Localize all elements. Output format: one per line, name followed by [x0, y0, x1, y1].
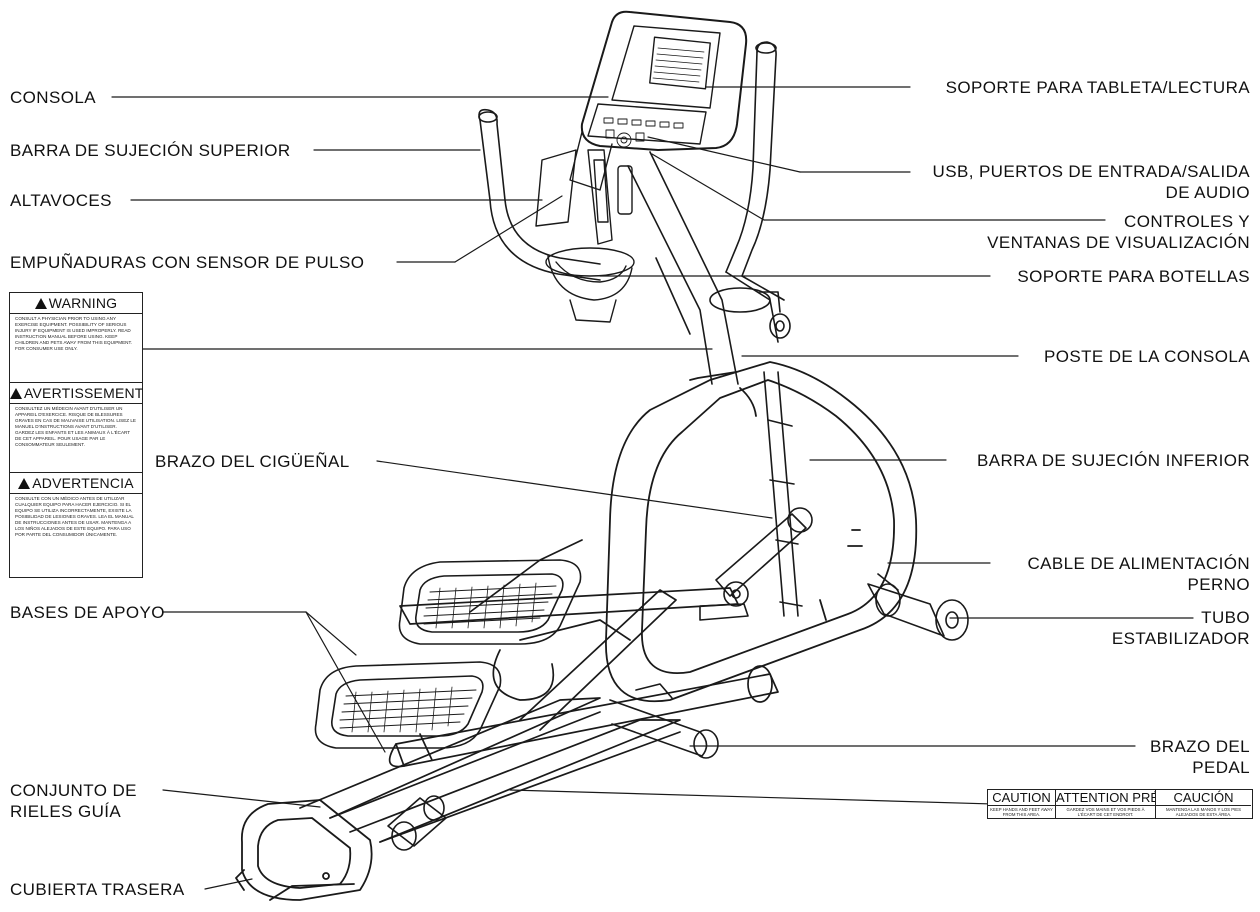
advertencia-title: ADVERTENCIA	[32, 475, 134, 491]
pedal-arms	[388, 539, 779, 768]
caucion-title: CAUCIÓN	[1156, 790, 1251, 806]
caution-title: CAUTION	[988, 790, 1055, 806]
lower-handlebar	[763, 371, 803, 617]
grip-sensors	[535, 149, 633, 245]
label-line: PEDAL	[1192, 758, 1250, 777]
label-tubo-estabilizador: TUBO ESTABILIZADOR	[1112, 607, 1250, 649]
label-bases-apoyo: BASES DE APOYO	[10, 603, 165, 622]
rollers	[387, 795, 447, 851]
label-cable-alimentacion: CABLE DE ALIMENTACIÓN PERNO	[1027, 553, 1250, 595]
advertencia-text: CONSULTE CON UN MÉDICO ANTES DE UTILIZAR…	[15, 496, 134, 537]
warning-triangle-icon	[34, 298, 47, 309]
label-poste-consola: POSTE DE LA CONSOLA	[1044, 347, 1250, 366]
foot-plate-rear	[314, 661, 502, 749]
label-empunaduras-sensor-pulso: EMPUÑADURAS CON SENSOR DE PULSO	[10, 253, 365, 272]
label-line: DE AUDIO	[1165, 183, 1250, 202]
caution-text: KEEP HANDS AND FEET AWAY FROM THIS AREA.	[990, 807, 1053, 817]
warning-section: WARNING CONSULT A PHYSICIAN PRIOR TO USI…	[10, 293, 142, 382]
label-consola: CONSOLA	[10, 88, 96, 107]
label-line: CONJUNTO DE	[10, 781, 137, 800]
avertissement-title: AVERTISSEMENT	[24, 385, 144, 401]
label-line: ESTABILIZADOR	[1111, 629, 1250, 648]
label-controles-ventanas: CONTROLES Y VENTANAS DE VISUALIZACIÓN	[987, 211, 1250, 253]
label-line: VENTANAS DE VISUALIZACIÓN	[987, 233, 1250, 252]
leader-lines	[111, 86, 1194, 890]
label-altavoces: ALTAVOCES	[10, 191, 112, 210]
label-line: RIELES GUÍA	[10, 802, 122, 821]
bottle-holder	[545, 247, 635, 323]
label-usb-puertos: USB, PUERTOS DE ENTRADA/SALIDA DE AUDIO	[933, 161, 1250, 203]
label-soporte-botellas: SOPORTE PARA BOTELLAS	[1017, 267, 1250, 286]
foot-plate-front	[398, 559, 582, 645]
avertissement-section: AVERTISSEMENT CONSULTEZ UN MÉDECIN AVANT…	[10, 382, 144, 472]
attention-title: ATTENTION PRÉ	[1056, 790, 1155, 806]
warning-heading: WARNING	[10, 293, 142, 314]
attention-text: GARDEZ VOS MAINS ET VOS PIEDS À L'ÉCART …	[1066, 807, 1145, 817]
warning-panel: WARNING CONSULT A PHYSICIAN PRIOR TO USI…	[9, 292, 143, 578]
warning-text: CONSULT A PHYSICIAN PRIOR TO USING ANY E…	[15, 316, 133, 351]
label-brazo-ciguenal: BRAZO DEL CIGÜEÑAL	[155, 452, 350, 471]
label-barra-sujecion-superior: BARRA DE SUJECIÓN SUPERIOR	[10, 141, 291, 160]
label-line: CONTROLES Y	[1124, 212, 1250, 231]
guide-rails	[299, 619, 681, 843]
warning-triangle-icon	[18, 478, 31, 489]
label-barra-sujecion-inferior: BARRA DE SUJECIÓN INFERIOR	[977, 451, 1250, 470]
label-line: PERNO	[1187, 575, 1250, 594]
warning-title: WARNING	[48, 295, 118, 311]
attention-column: ATTENTION PRÉ GARDEZ VOS MAINS ET VOS PI…	[1056, 790, 1156, 818]
label-conjunto-rieles-guia: CONJUNTO DE RIELES GUÍA	[10, 780, 137, 822]
rear-cover	[235, 799, 373, 901]
label-cubierta-trasera: CUBIERTA TRASERA	[10, 880, 185, 899]
label-line: BRAZO DEL	[1150, 737, 1250, 756]
label-line: CABLE DE ALIMENTACIÓN	[1027, 554, 1250, 573]
label-brazo-pedal: BRAZO DEL PEDAL	[1150, 736, 1250, 778]
warning-triangle-icon	[10, 388, 22, 399]
console-mast	[627, 151, 791, 385]
caution-column: CAUTION KEEP HANDS AND FEET AWAY FROM TH…	[988, 790, 1056, 818]
label-line: USB, PUERTOS DE ENTRADA/SALIDA	[932, 162, 1250, 181]
main-housing	[605, 361, 918, 703]
caucion-column: CAUCIÓN MANTENGA LAS MANOS Y LOS PIES AL…	[1156, 790, 1251, 818]
console-drawing	[569, 10, 748, 191]
caucion-text: MANTENGA LAS MANOS Y LOS PIES ALEJADOS D…	[1165, 807, 1242, 817]
crank-arm	[699, 507, 813, 621]
avertissement-heading: AVERTISSEMENT	[10, 383, 144, 404]
advertencia-heading: ADVERTENCIA	[10, 473, 142, 494]
label-soporte-tableta: SOPORTE PARA TABLETA/LECTURA	[945, 78, 1250, 97]
caution-panel: CAUTION KEEP HANDS AND FEET AWAY FROM TH…	[987, 789, 1253, 819]
label-line: TUBO	[1201, 608, 1250, 627]
advertencia-section: ADVERTENCIA CONSULTE CON UN MÉDICO ANTES…	[10, 472, 142, 594]
avertissement-text: CONSULTEZ UN MÉDECIN AVANT D'UTILISER UN…	[15, 406, 136, 447]
rear-stabilizer	[867, 573, 969, 641]
front-stabilizer	[609, 683, 719, 759]
